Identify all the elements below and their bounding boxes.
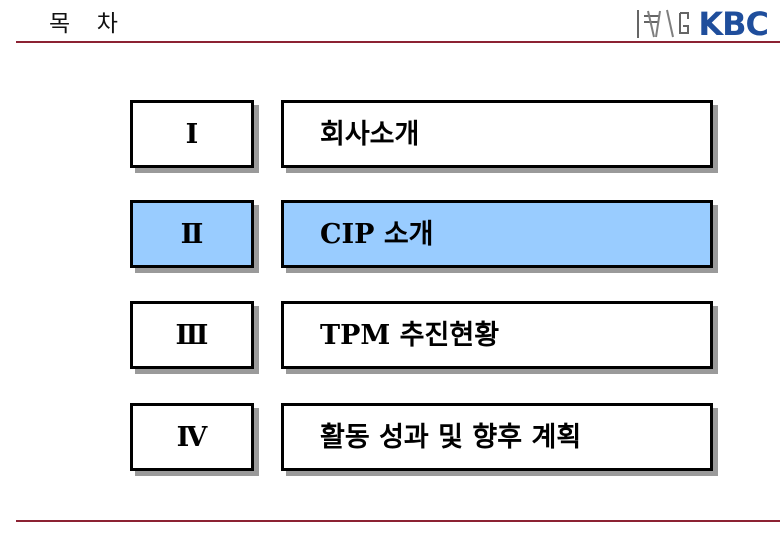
logo-wordmark: KBC bbox=[698, 5, 769, 43]
kbc-emblem-icon bbox=[634, 7, 696, 41]
toc-row: Ⅲ TPM 추진현황 bbox=[0, 301, 780, 371]
toc-label-box-4[interactable]: 활동 성과 및 향후 계획 bbox=[281, 403, 713, 471]
logo: KBC bbox=[634, 5, 769, 43]
toc-numeral: Ⅲ bbox=[175, 319, 209, 350]
toc-numeral: Ⅳ bbox=[176, 421, 208, 452]
toc-label-box-2[interactable]: CIP 소개 bbox=[281, 200, 713, 268]
toc-label-box-1[interactable]: 회사소개 bbox=[281, 100, 713, 168]
page-title: 목 차 bbox=[49, 11, 122, 37]
toc-row: Ⅳ 활동 성과 및 향후 계획 bbox=[0, 403, 780, 473]
toc-label-box-3[interactable]: TPM 추진현황 bbox=[281, 301, 713, 369]
toc-row: Ⅰ 회사소개 bbox=[0, 100, 780, 170]
toc-numeral-box-1[interactable]: Ⅰ bbox=[130, 100, 254, 168]
toc-numeral: Ⅱ bbox=[180, 218, 204, 249]
toc-numeral: Ⅰ bbox=[185, 118, 199, 149]
toc-label: CIP 소개 bbox=[320, 218, 434, 250]
toc-label: 활동 성과 및 향후 계획 bbox=[320, 421, 582, 453]
toc-row: Ⅱ CIP 소개 bbox=[0, 200, 780, 270]
header-divider bbox=[16, 41, 780, 43]
toc-numeral-box-2[interactable]: Ⅱ bbox=[130, 200, 254, 268]
toc-label: TPM 추진현황 bbox=[320, 319, 500, 351]
toc-label: 회사소개 bbox=[320, 118, 420, 150]
footer-divider bbox=[16, 520, 780, 522]
toc-numeral-box-4[interactable]: Ⅳ bbox=[130, 403, 254, 471]
toc-numeral-box-3[interactable]: Ⅲ bbox=[130, 301, 254, 369]
